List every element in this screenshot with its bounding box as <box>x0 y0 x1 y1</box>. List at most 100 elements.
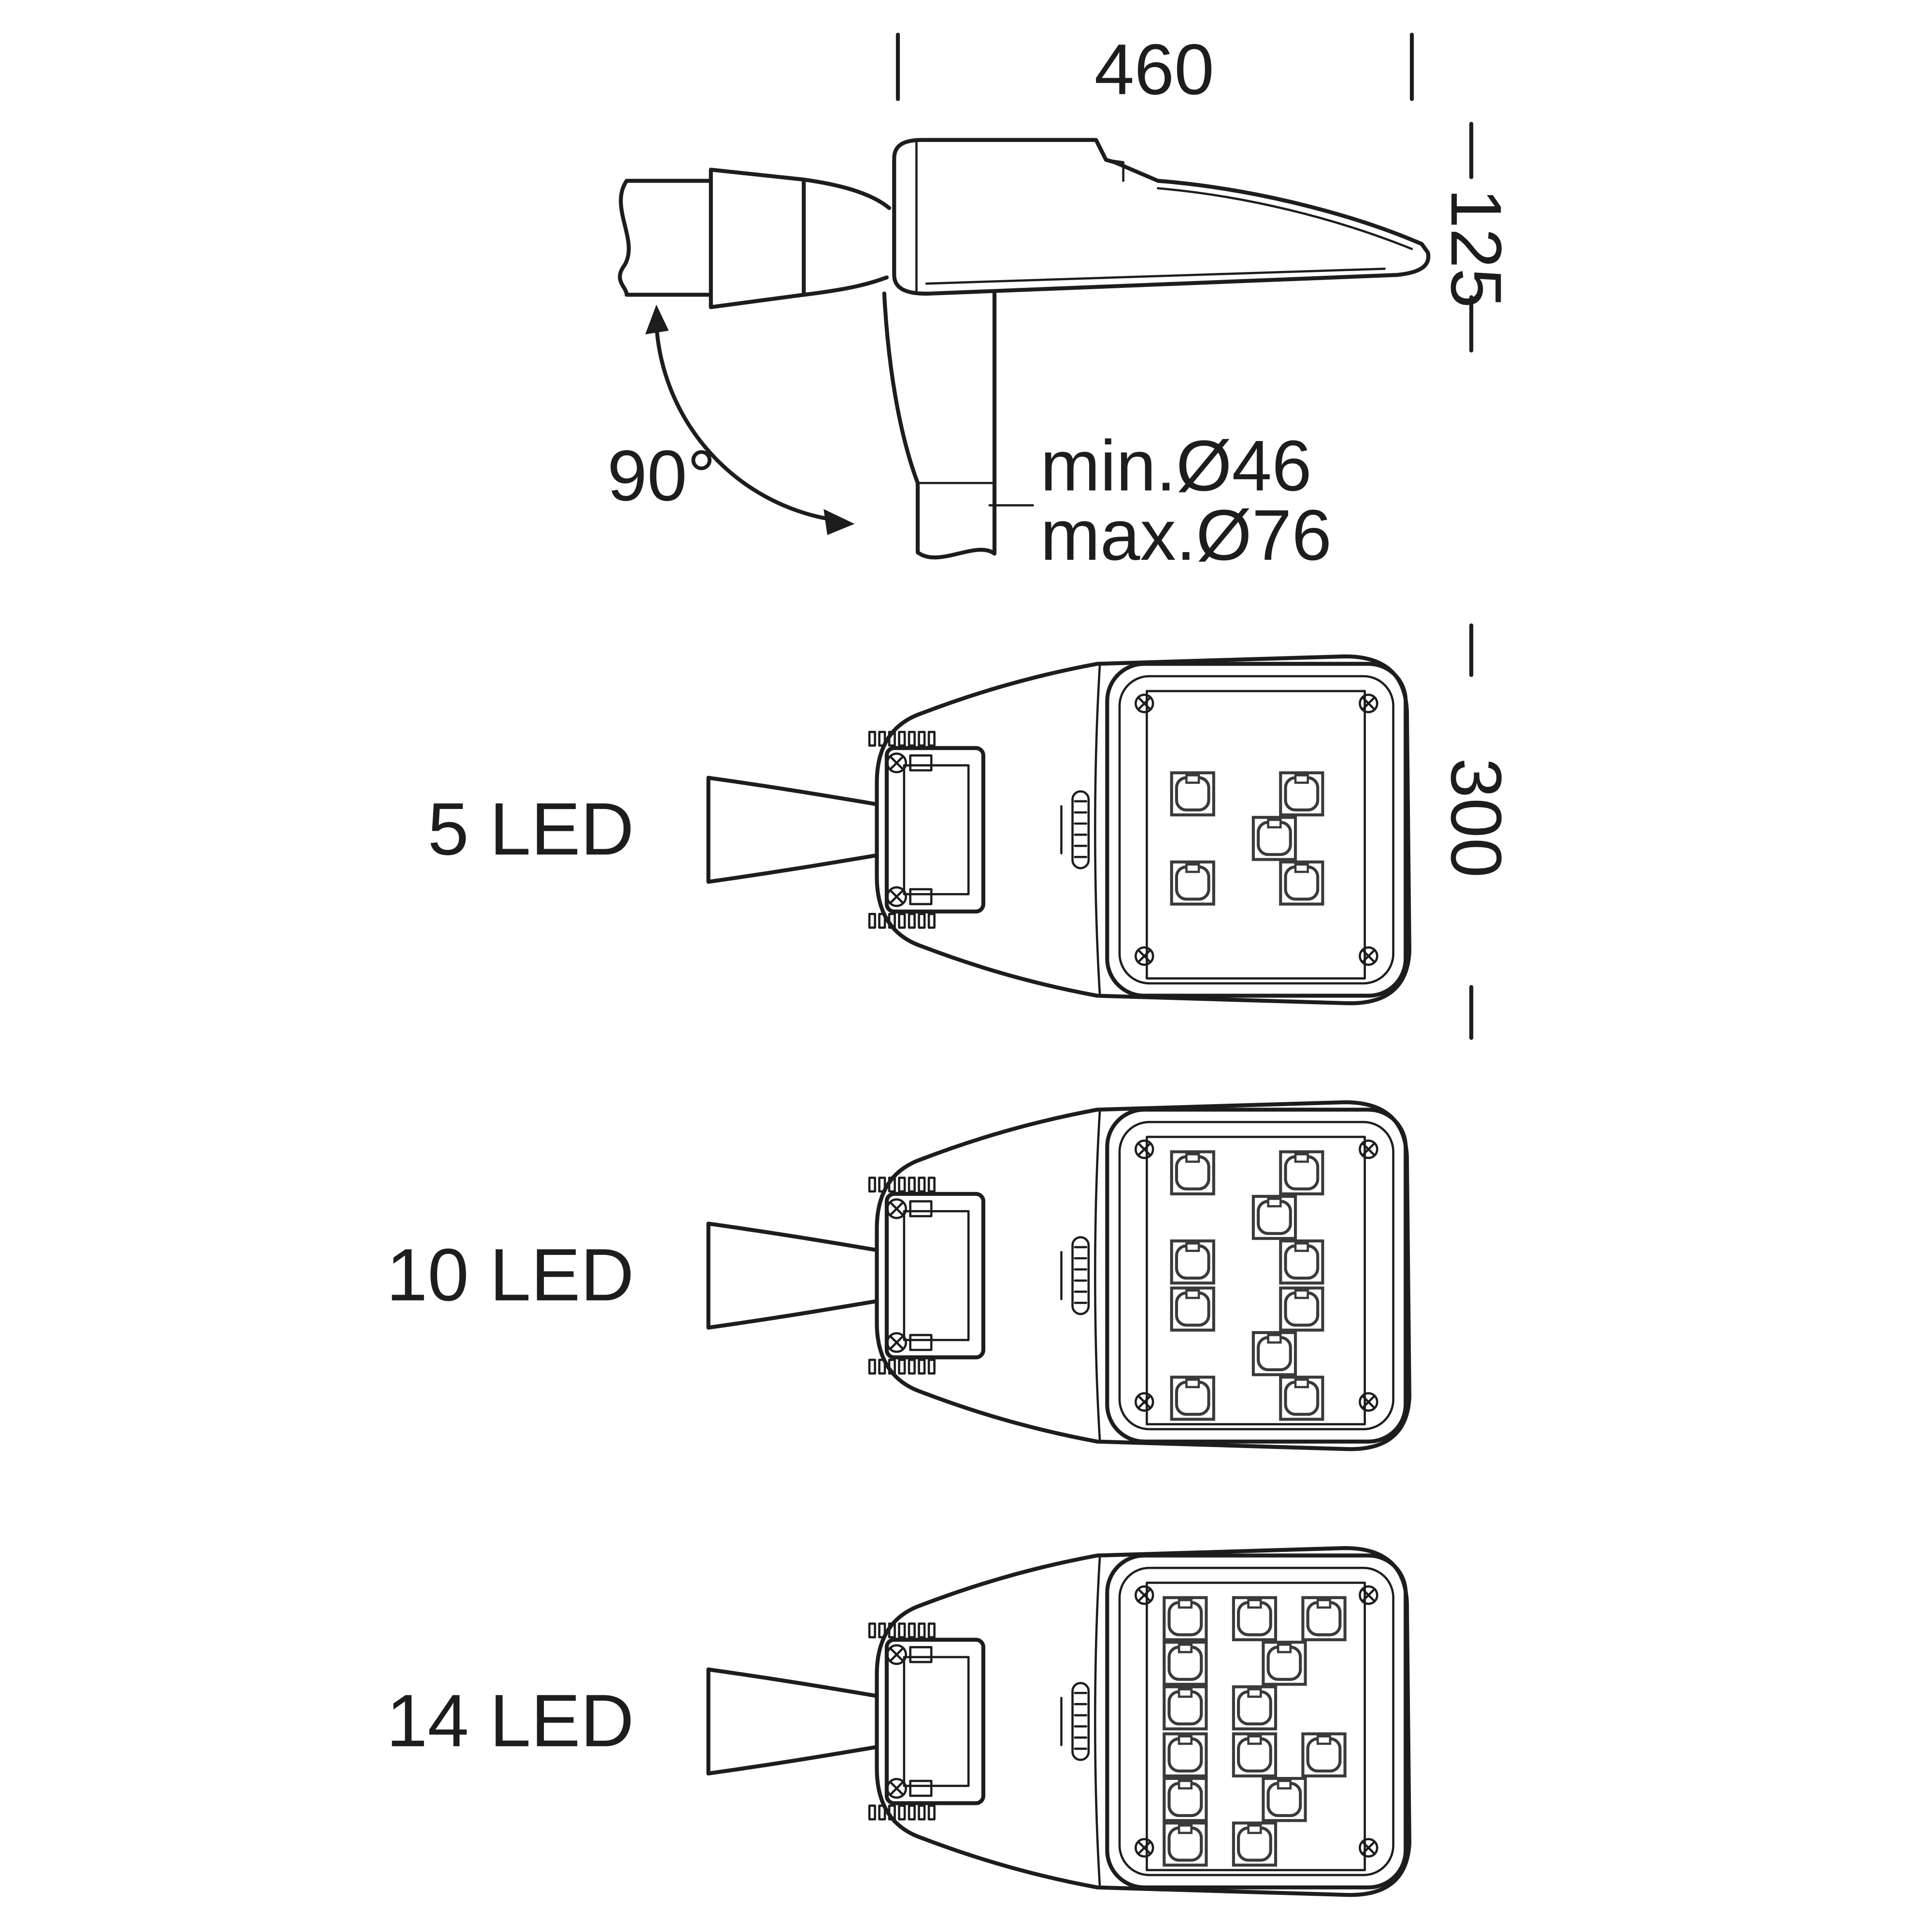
fixture-label: 5 LED <box>427 787 634 870</box>
screw-icon <box>1134 694 1154 713</box>
screw-icon <box>1359 694 1378 713</box>
led-module <box>1163 1821 1208 1867</box>
fin <box>878 731 886 747</box>
fixture-label: 10 LED <box>386 1233 634 1316</box>
fin <box>908 1177 916 1193</box>
head-bottom-inner-line <box>925 268 1386 285</box>
fin <box>918 1804 926 1820</box>
fin <box>927 913 936 929</box>
screw-icon <box>1134 1139 1154 1159</box>
fin <box>918 913 926 929</box>
bolt-icon <box>886 1778 907 1799</box>
screw-icon <box>1359 946 1378 966</box>
fin <box>927 1804 936 1820</box>
fixture-head-profile <box>892 138 1431 296</box>
fin <box>908 1622 916 1639</box>
pole-break-line <box>915 548 997 560</box>
brand-badge-icon <box>1071 790 1090 869</box>
fin <box>898 1359 906 1375</box>
arrow-right-icon <box>824 509 855 535</box>
fin <box>878 1177 886 1193</box>
screw-icon <box>1359 1139 1378 1159</box>
led-module <box>1163 1596 1208 1641</box>
fin <box>868 1804 876 1820</box>
led-module <box>1262 1640 1307 1686</box>
screw-icon <box>1134 1838 1154 1858</box>
fin <box>868 1359 876 1375</box>
led-module <box>1170 1376 1215 1421</box>
plan-views-container: 5 LED 10 LED 14 LED <box>386 654 1412 1897</box>
fin <box>918 731 926 747</box>
glass-panel <box>1105 662 1408 998</box>
fin <box>927 1622 936 1639</box>
fin <box>888 1622 896 1639</box>
led-module <box>1163 1732 1208 1777</box>
fin <box>868 913 876 929</box>
mounting-pole-horizontal <box>618 168 892 309</box>
arrow-up-icon <box>645 304 669 335</box>
screw-icon <box>1359 1392 1378 1412</box>
pole-max-diameter-label: max.Ø76 <box>1040 495 1332 575</box>
fixture-body <box>875 1100 1412 1451</box>
led-module <box>1163 1776 1208 1822</box>
fin <box>898 1177 906 1193</box>
led-module <box>1232 1821 1278 1867</box>
fin <box>878 1804 886 1820</box>
fin <box>868 731 876 747</box>
led-array-boundary <box>1146 690 1366 980</box>
fin <box>898 913 906 929</box>
led-module <box>1163 1685 1208 1731</box>
fin <box>918 1359 926 1375</box>
fin <box>868 1622 876 1639</box>
glass-panel <box>1105 1108 1408 1444</box>
bolt-icon <box>886 1332 907 1353</box>
led-module <box>1301 1596 1347 1641</box>
fin <box>927 731 936 747</box>
fin <box>888 1177 896 1193</box>
led-module <box>1170 771 1215 817</box>
fin <box>908 913 916 929</box>
pole-min-diameter-label: min.Ø46 <box>1040 425 1312 506</box>
fin <box>927 1359 936 1375</box>
brand-badge-icon <box>1071 1682 1090 1761</box>
side-view-drawing: 460 125 <box>607 29 1517 575</box>
fin <box>927 1177 936 1193</box>
bolt-icon <box>886 1198 907 1220</box>
bolt-icon <box>886 1644 907 1665</box>
fixture-body <box>875 654 1412 1006</box>
fin <box>888 1804 896 1820</box>
collar-taper-bottom <box>802 275 889 297</box>
head-nose-inner-line <box>1157 187 1413 250</box>
pole-break-line <box>618 179 631 297</box>
fixture-label: 14 LED <box>386 1679 634 1762</box>
fin <box>908 731 916 747</box>
fin <box>878 1622 886 1639</box>
led-module <box>1279 771 1324 817</box>
fixture-14-led: 14 LED <box>386 1546 1412 1897</box>
mounting-pole-vertical <box>882 291 997 560</box>
led-module <box>1262 1776 1307 1822</box>
head-hinge-notch <box>1105 158 1124 182</box>
head-outline <box>892 138 1431 296</box>
fin <box>908 1804 916 1820</box>
bolt-icon <box>886 886 907 907</box>
led-module <box>1251 816 1297 861</box>
dim-125-label: 125 <box>1436 188 1517 308</box>
screw-icon <box>1134 1585 1154 1605</box>
led-module <box>1232 1685 1278 1731</box>
fin <box>868 1177 876 1193</box>
led-module <box>1279 1376 1324 1421</box>
pole-clamp <box>884 1192 986 1360</box>
fin <box>918 1622 926 1639</box>
led-module <box>1170 1239 1215 1285</box>
dim-460-label: 460 <box>1094 29 1214 110</box>
fin <box>888 1359 896 1375</box>
led-module <box>1232 1732 1278 1777</box>
led-module <box>1301 1732 1347 1777</box>
rotation-annotation: 90° <box>607 304 855 535</box>
screw-icon <box>1359 1838 1378 1858</box>
led-module <box>1170 1150 1215 1195</box>
fin <box>888 913 896 929</box>
fin <box>908 1359 916 1375</box>
